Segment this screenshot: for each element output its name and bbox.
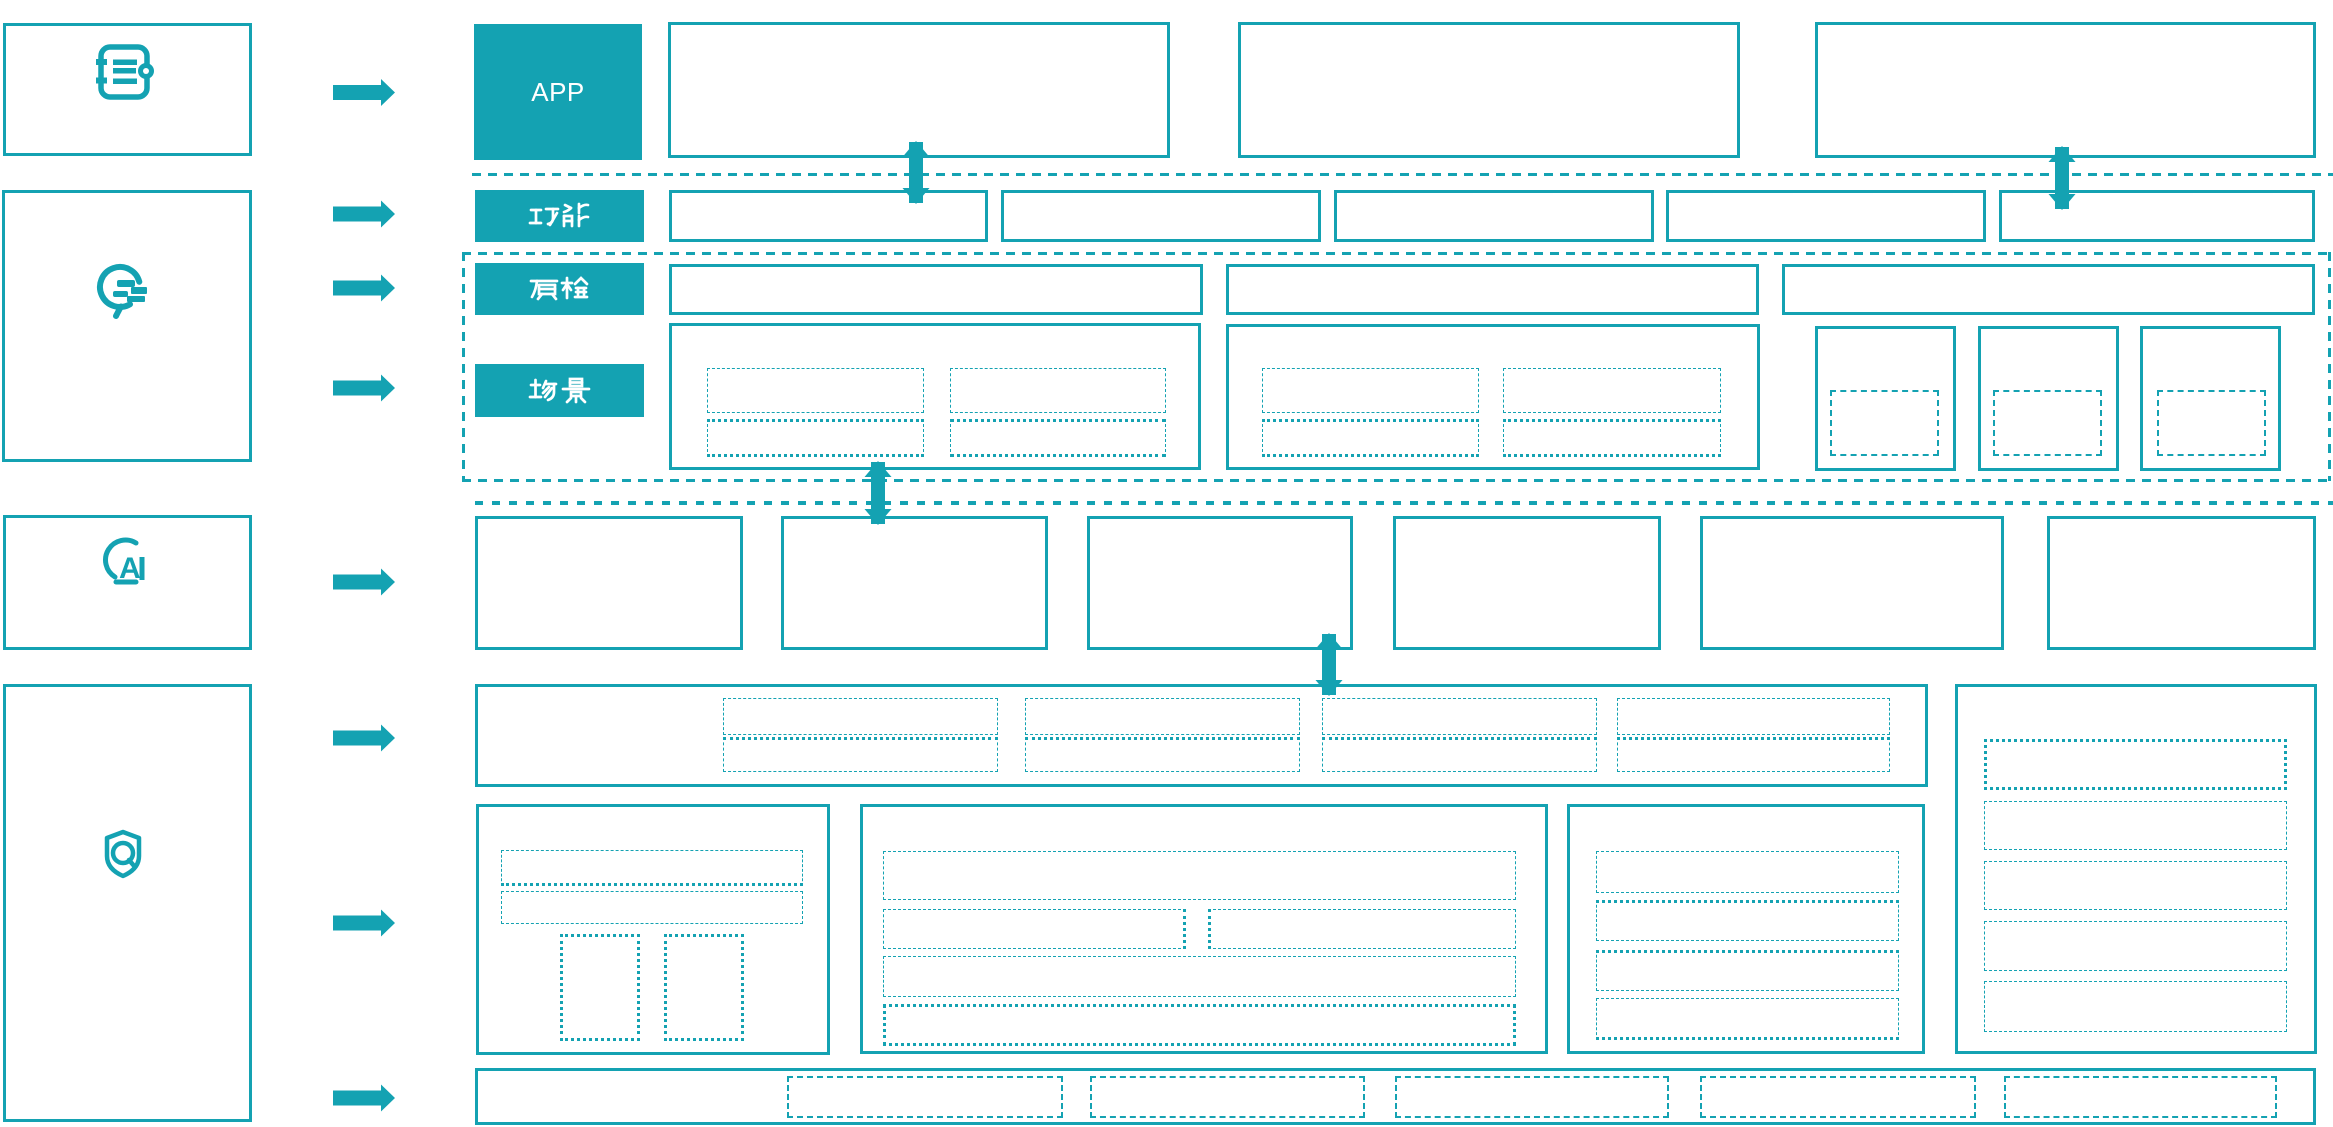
svg-text:A: A <box>119 552 141 585</box>
